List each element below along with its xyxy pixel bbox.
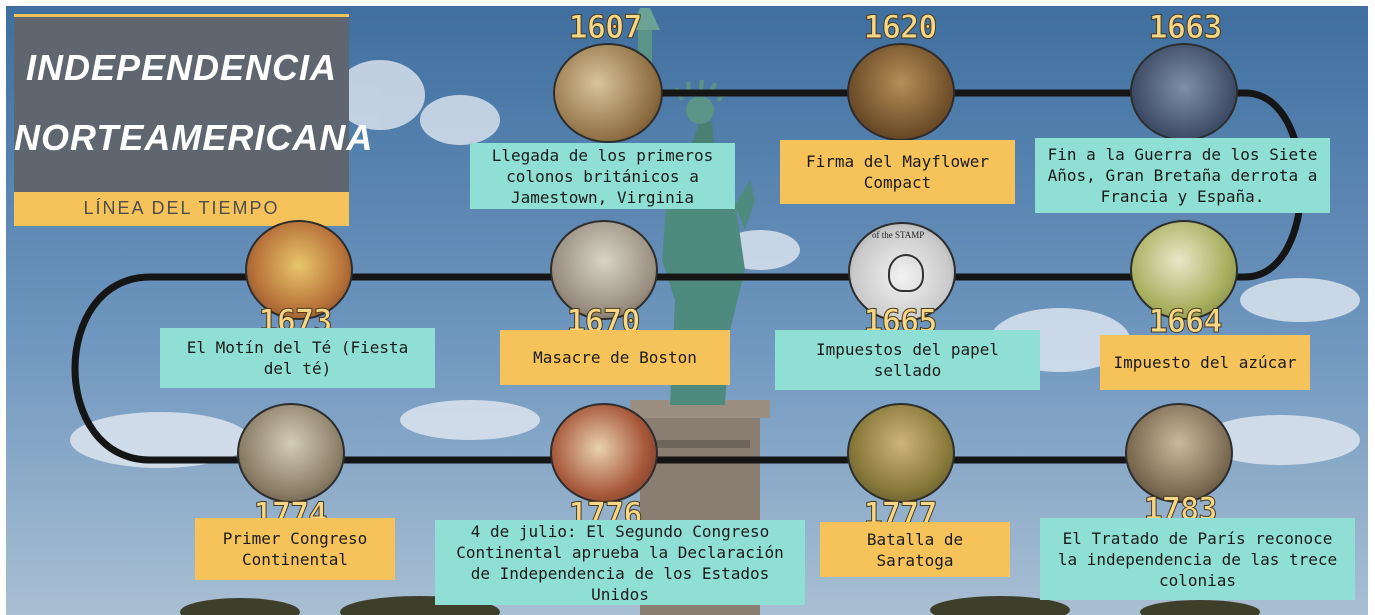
skull-icon <box>888 254 924 292</box>
title-line-2: NORTEAMERICANA <box>14 117 374 158</box>
event-year: 1620 <box>863 8 938 47</box>
stamp-text: of the STAMP <box>872 230 925 240</box>
title-panel: INDEPENDENCIA NORTEAMERICANA <box>14 14 374 192</box>
event-label: El Motín del Té (Fiesta del té) <box>160 328 435 388</box>
event-image-1665: of the STAMP <box>848 222 956 322</box>
subtitle: LÍNEA DEL TIEMPO <box>83 198 280 218</box>
event-image-1663 <box>1130 43 1238 141</box>
event-label: El Tratado de París reconoce la independ… <box>1040 518 1355 600</box>
trees <box>180 596 1260 615</box>
timeline-path <box>71 89 1305 464</box>
event-label: Masacre de Boston <box>500 330 730 385</box>
title-line-1: INDEPENDENCIA <box>25 47 338 88</box>
event-image-1620 <box>847 43 955 141</box>
event-image-1607 <box>553 43 663 143</box>
event-label: Impuestos del papel sellado <box>775 330 1040 390</box>
event-year: 1663 <box>1148 8 1223 47</box>
event-label: 4 de julio: El Segundo Congreso Continen… <box>435 520 805 605</box>
event-year: 1607 <box>568 8 643 47</box>
event-image-1776 <box>550 403 658 503</box>
event-year: 1664 <box>1148 302 1223 341</box>
event-label: Primer Congreso Continental <box>195 518 395 580</box>
subtitle-panel: LÍNEA DEL TIEMPO <box>14 192 349 226</box>
event-image-1673 <box>245 220 353 320</box>
event-image-1774 <box>237 403 345 503</box>
event-image-1664 <box>1130 220 1238 320</box>
event-label: Fin a la Guerra de los Siete Años, Gran … <box>1035 138 1330 213</box>
event-image-1670 <box>550 220 658 320</box>
event-label: Batalla de Saratoga <box>820 522 1010 577</box>
event-label: Firma del Mayflower Compact <box>780 140 1015 204</box>
event-label: Llegada de los primeros colonos británic… <box>470 143 735 209</box>
event-image-1783 <box>1125 403 1233 503</box>
event-image-1777 <box>847 403 955 503</box>
event-label: Impuesto del azúcar <box>1100 335 1310 390</box>
